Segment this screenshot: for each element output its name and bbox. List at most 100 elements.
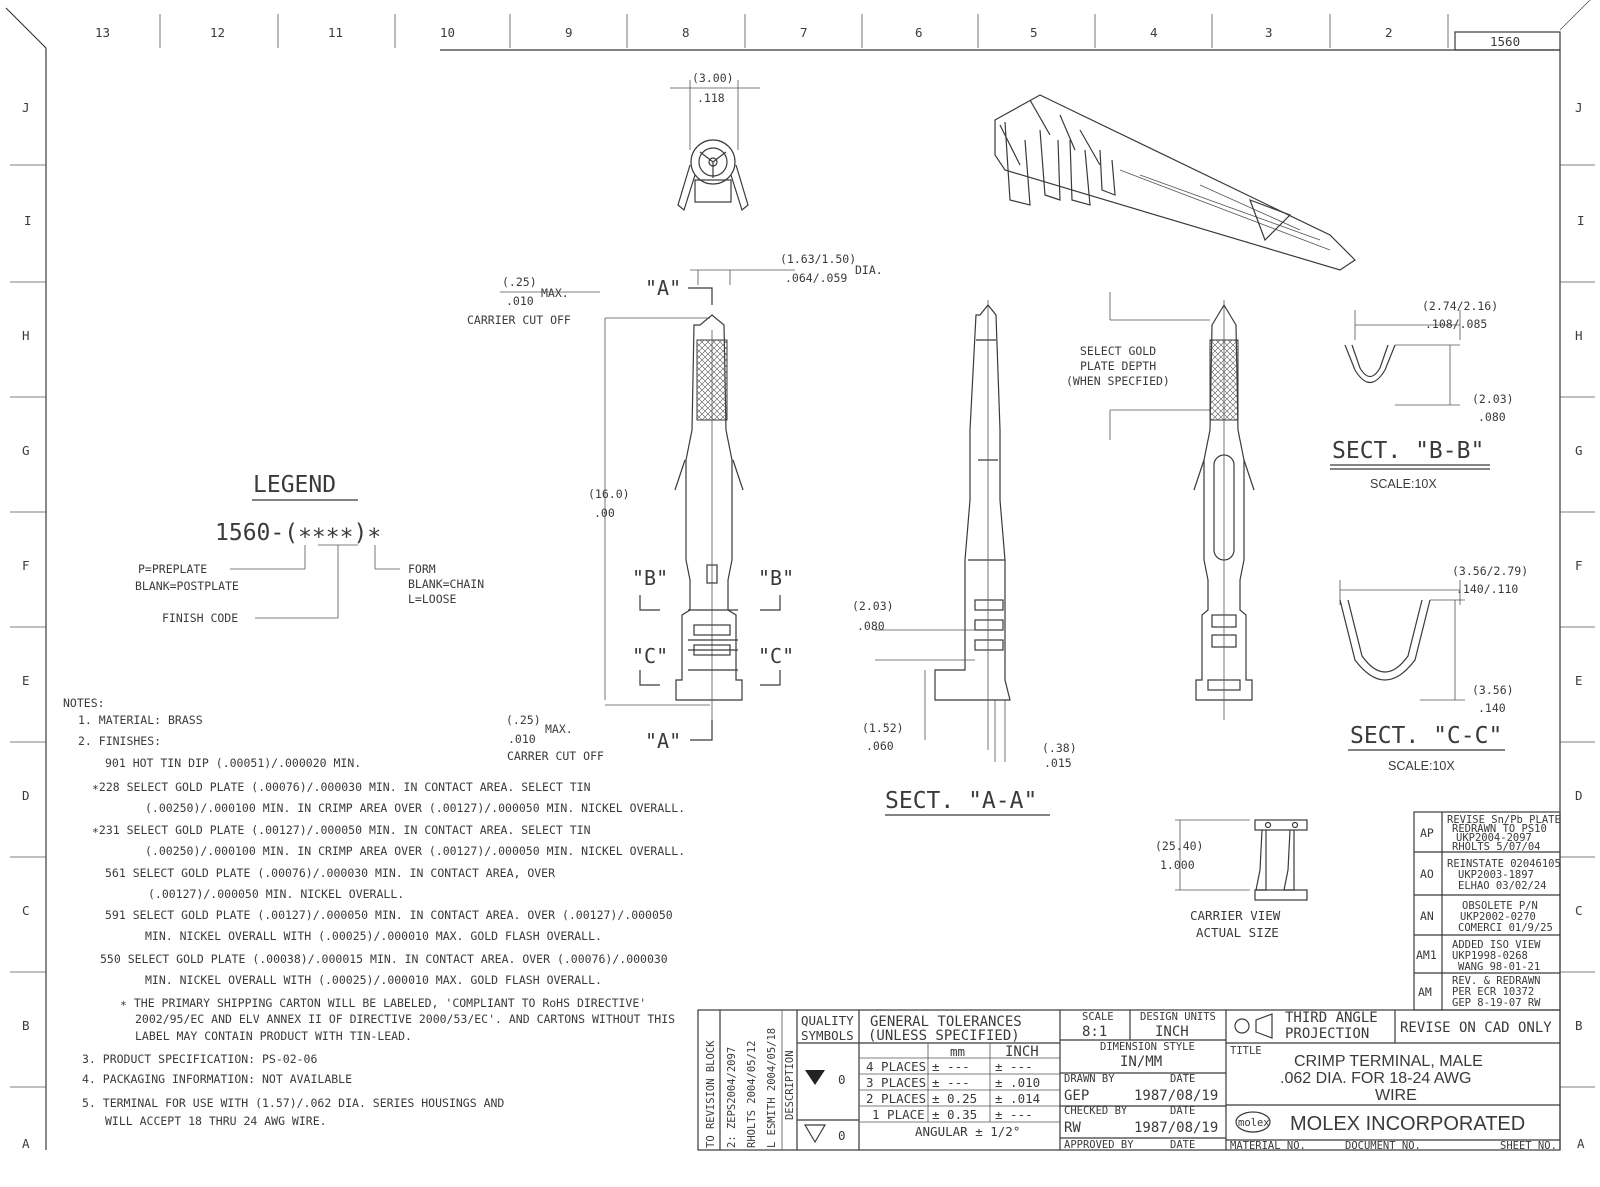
revise-on-cad: REVISE ON CAD ONLY [1400, 1020, 1552, 1036]
zone-row-a-left: A [22, 1136, 30, 1151]
tol-col-mm: mm [950, 1044, 965, 1059]
legend-form-3: L=LOOSE [408, 592, 457, 606]
notes-heading: NOTES: [63, 696, 105, 710]
rev-ap-line-4: RHOLTS 5/07/04 [1452, 841, 1541, 853]
section-aa-title: SECT. "A-A" [885, 788, 1037, 814]
gold-note-line-3: (WHEN SPECFIED) [1066, 374, 1170, 388]
tol-row-1-label: 4 PLACES [866, 1059, 926, 1074]
top-cutoff-dim-mm: (.25) [502, 275, 537, 289]
zone-col-4: 4 [1150, 25, 1158, 40]
note-1: 1. MATERIAL: BRASS [78, 713, 203, 727]
tol-angular: ANGULAR ± 1/2° [915, 1124, 1020, 1139]
legend-code: 1560-(∗∗∗∗)∗ [215, 520, 381, 546]
zone-col-2: 2 [1385, 25, 1393, 40]
zone-row-i-right: I [1577, 213, 1585, 228]
finish-231-cont: (.00250)/.000100 MIN. IN CRIMP AREA OVER… [145, 844, 685, 858]
section-aa-view: (2.03) .080 (1.52) .060 (.38) .015 SECT.… [852, 300, 1077, 816]
section-cc-h-in: .140 [1478, 701, 1506, 715]
revision-block-description: DESCRIPTION [784, 1050, 796, 1120]
zone-col-8: 8 [682, 25, 690, 40]
zone-col-13: 13 [95, 25, 110, 40]
zone-row-c-right: C [1575, 903, 1583, 918]
notes-block: NOTES: 1. MATERIAL: BRASS 2. FINISHES: 9… [63, 696, 685, 1128]
rev-ao-code: AO [1420, 867, 1434, 881]
carrier-cutoff-top-label: CARRIER CUT OFF [467, 313, 571, 327]
molex-logo [1235, 1111, 1271, 1133]
section-cc-w-in: .140/.110 [1456, 582, 1518, 596]
finish-550-cont: MIN. NICKEL OVERALL WITH (.00025)/.00001… [145, 973, 602, 987]
section-c-label-right: "C" [758, 644, 794, 668]
top-end-view: (3.00) .118 [670, 71, 760, 212]
dia-dim-in: .064/.059 [785, 271, 847, 285]
rohs-note-2: 2002/95/EC AND ELV ANNEX II OF DIRECTIVE… [135, 1012, 675, 1026]
note-5: 5. TERMINAL FOR USE WITH (1.57)/.062 DIA… [82, 1096, 504, 1110]
rev-am1-code: AM1 [1416, 948, 1437, 962]
top-cutoff-dim-in: .010 [506, 294, 534, 308]
isometric-view [994, 94, 1356, 271]
note-2: 2. FINISHES: [78, 734, 161, 748]
section-aa-d1-mm: (2.03) [852, 599, 894, 613]
finish-591-cont: MIN. NICKEL OVERALL WITH (.00025)/.00001… [145, 929, 602, 943]
rev-am1-line-2: UKP1998-0268 [1452, 950, 1528, 962]
zone-row-j-left: J [22, 100, 30, 115]
dia-label: DIA. [855, 263, 883, 277]
rev-am1-line-3: WANG 98-01-21 [1458, 961, 1540, 973]
carrier-cutoff-bottom-label: CARRER CUT OFF [507, 749, 604, 763]
section-bb-scale: SCALE:10X [1370, 477, 1437, 491]
quality-symbol-value-1: 0 [838, 1072, 846, 1087]
rev-ap-line-2: REDRAWN TO PS10 [1452, 823, 1547, 835]
symbols-label: SYMBOLS [801, 1028, 854, 1043]
molex-logo-text: molex [1238, 1117, 1270, 1129]
design-units-value: INCH [1155, 1024, 1189, 1040]
tol-row-4-label: 1 PLACE [872, 1107, 925, 1122]
rohs-note-3: LABEL MAY CONTAIN PRODUCT WITH TIN-LEAD. [135, 1029, 412, 1043]
quality-triangle-outline-icon [803, 1124, 827, 1144]
section-bb-h-in: .080 [1478, 410, 1506, 424]
drawn-date-value: 1987/08/19 [1134, 1088, 1218, 1104]
document-no-label: DOCUMENT NO. [1345, 1140, 1421, 1152]
tol-col-inch: INCH [1005, 1044, 1039, 1060]
zone-col-12: 12 [210, 25, 225, 40]
design-units-label: DESIGN UNITS [1140, 1011, 1216, 1023]
company-name: MOLEX INCORPORATED [1290, 1113, 1525, 1135]
checked-by-label: CHECKED BY [1064, 1105, 1128, 1117]
tolerances-title: GENERAL TOLERANCES [870, 1014, 1022, 1030]
zone-column-labels: 13 12 11 10 9 8 7 6 5 4 3 2 [95, 25, 1393, 40]
top-view-dim-in: .118 [697, 91, 725, 105]
top-view-dim-mm: (3.00) [692, 71, 734, 85]
rev-ap-line-1: REVISE Sn/Pb PLATE [1447, 814, 1561, 826]
section-bb-view: (2.74/2.16) .108/.085 (2.03) .080 SECT. … [1330, 299, 1514, 491]
zone-row-h-right: H [1575, 328, 1583, 343]
zone-row-j-right: J [1575, 100, 1583, 115]
side-view: SELECT GOLD PLATE DEPTH (WHEN SPECFIED) [1066, 292, 1255, 720]
rohs-note-1: ∗ THE PRIMARY SHIPPING CARTON WILL BE LA… [120, 996, 646, 1010]
zone-row-d-right: D [1575, 788, 1583, 803]
carrier-dim-in: 1.000 [1160, 858, 1195, 872]
zone-row-ticks [10, 164, 1595, 1088]
projection-line-1: THIRD ANGLE [1285, 1010, 1378, 1026]
zone-row-h-left: H [22, 328, 30, 343]
sheet-no-label: SHEET NO. [1500, 1140, 1557, 1152]
carrier-view-label-1: CARRIER VIEW [1190, 908, 1281, 923]
section-cc-scale: SCALE:10X [1388, 759, 1455, 773]
zone-row-e-left: E [22, 673, 30, 688]
title-block: TO REVISION BLOCK 2: ZEPS2004/2097 RHOLT… [697, 1009, 1561, 1152]
zone-column-ticks [159, 14, 1449, 48]
bottom-cutoff-dim-mm: (.25) [506, 713, 541, 727]
zone-row-e-right: E [1575, 673, 1583, 688]
checked-by-value: RW [1064, 1120, 1081, 1136]
carrier-view: (25.40) 1.000 CARRIER VIEW ACTUAL SIZE [1155, 819, 1308, 940]
section-b-label-left: "B" [632, 566, 668, 590]
zone-row-g-left: G [22, 443, 30, 458]
dimension-style-value: IN/MM [1120, 1054, 1162, 1070]
scale-value: 8:1 [1082, 1024, 1107, 1040]
rev-ao-line-3: ELHAO 03/02/24 [1458, 880, 1547, 892]
approved-date-label: DATE [1170, 1139, 1195, 1151]
revision-block-text-2: 2: ZEPS2004/2097 [726, 1047, 738, 1148]
zone-col-7: 7 [800, 25, 808, 40]
zone-col-3: 3 [1265, 25, 1273, 40]
section-c-label-left: "C" [632, 644, 668, 668]
zone-col-11: 11 [328, 25, 343, 40]
note-3: 3. PRODUCT SPECIFICATION: PS-02-06 [82, 1052, 317, 1066]
